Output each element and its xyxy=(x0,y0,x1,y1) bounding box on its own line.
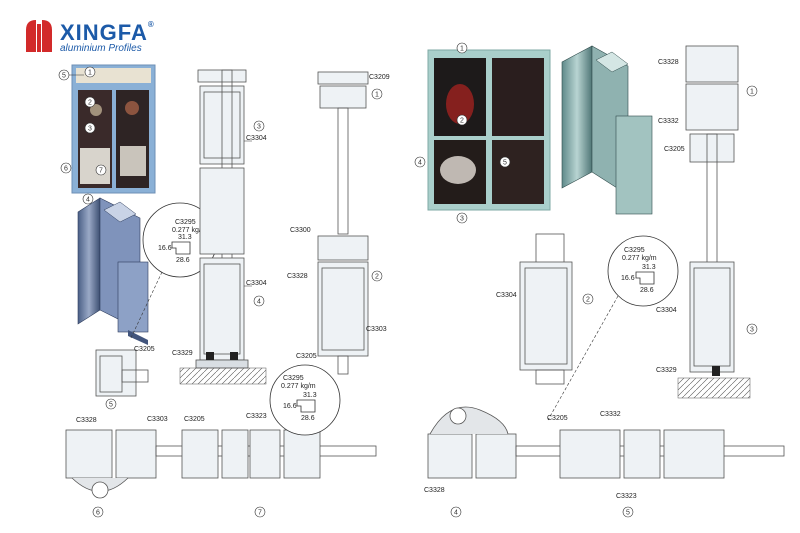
svg-text:C3323: C3323 xyxy=(616,493,637,500)
svg-text:5: 5 xyxy=(109,402,113,409)
svg-text:16.6: 16.6 xyxy=(621,275,635,282)
photo-markers-left: 5 1 2 3 6 7 4 xyxy=(58,66,107,205)
svg-text:C3295: C3295 xyxy=(283,375,304,382)
svg-text:7: 7 xyxy=(99,168,103,175)
extrusion-3d-left xyxy=(77,197,149,345)
brand-name: XINGFA® xyxy=(60,20,155,45)
brand-logo xyxy=(22,18,182,56)
svg-text:6: 6 xyxy=(96,510,100,517)
marker-2-right xyxy=(582,293,594,305)
svg-text:0.277 kg/m: 0.277 kg/m xyxy=(622,255,657,262)
svg-text:28.6: 28.6 xyxy=(301,415,315,422)
svg-text:31.3: 31.3 xyxy=(178,234,192,241)
svg-text:C3300: C3300 xyxy=(290,227,311,234)
labels-section-right: C3328 1 C3332 C3205 C3304 3 C3329 xyxy=(656,59,758,374)
svg-text:4: 4 xyxy=(257,299,261,306)
svg-text:5: 5 xyxy=(626,510,630,517)
svg-text:C3303: C3303 xyxy=(366,326,387,333)
svg-text:2: 2 xyxy=(88,100,92,107)
marker-5-detail xyxy=(105,398,117,410)
svg-text:C3295: C3295 xyxy=(624,247,645,254)
labels-section-left: C3304 C3304 C3329 3 4 xyxy=(172,120,267,357)
svg-text:C3209: C3209 xyxy=(369,74,390,81)
svg-text:C3332: C3332 xyxy=(600,411,621,418)
svg-text:C3304: C3304 xyxy=(246,135,267,142)
svg-text:0.277 kg/m: 0.277 kg/m xyxy=(172,227,207,234)
label-c3205-detail: C3205 xyxy=(134,346,155,353)
horizontal-section-right xyxy=(427,406,785,479)
labels-horizontal-left: C3328 C3303 C3205 C3323 6 7 xyxy=(76,413,267,518)
svg-text:C3328: C3328 xyxy=(287,273,308,280)
svg-text:16.6: 16.6 xyxy=(283,403,297,410)
svg-text:16.6: 16.6 xyxy=(158,245,172,252)
svg-text:7: 7 xyxy=(258,510,262,517)
svg-text:31.3: 31.3 xyxy=(303,392,317,399)
svg-text:1: 1 xyxy=(750,89,754,96)
detail-callout-mid: C3295 0.277 kg/m 31.3 16.6 28.6 xyxy=(269,364,341,436)
vertical-section-right-mid xyxy=(519,233,573,385)
svg-text:2: 2 xyxy=(375,274,379,281)
svg-text:6: 6 xyxy=(64,166,68,173)
svg-text:0.277 kg/m: 0.277 kg/m xyxy=(281,383,316,390)
svg-text:C3328: C3328 xyxy=(658,59,679,66)
svg-text:5: 5 xyxy=(62,73,66,80)
svg-text:3: 3 xyxy=(460,216,464,223)
svg-text:C3332: C3332 xyxy=(658,118,679,125)
svg-text:C3329: C3329 xyxy=(172,350,193,357)
floor-hatch-left xyxy=(179,367,267,385)
svg-text:28.6: 28.6 xyxy=(640,287,654,294)
svg-text:C3328: C3328 xyxy=(76,417,97,424)
svg-text:1: 1 xyxy=(88,70,92,77)
svg-text:C3304: C3304 xyxy=(246,280,267,287)
svg-text:31.3: 31.3 xyxy=(642,264,656,271)
svg-text:C3205: C3205 xyxy=(296,353,317,360)
detail-callout-right: C3295 0.277 kg/m 31.3 16.6 28.6 xyxy=(607,235,679,307)
horizontal-section-left xyxy=(65,429,377,499)
svg-text:C3329: C3329 xyxy=(656,367,677,374)
svg-text:5: 5 xyxy=(503,160,507,167)
brand-emblem-icon xyxy=(26,20,52,52)
svg-text:C3205: C3205 xyxy=(547,415,568,422)
svg-text:C3328: C3328 xyxy=(424,487,445,494)
label-c3304-right-mid: C3304 xyxy=(496,292,517,299)
svg-text:1: 1 xyxy=(460,46,464,53)
vertical-section-right xyxy=(685,45,739,376)
svg-text:2: 2 xyxy=(586,297,590,304)
svg-text:C3205: C3205 xyxy=(664,146,685,153)
labels-section-mid: C3209 1 C3300 C3328 2 C3303 C3205 xyxy=(287,74,390,360)
brand-tagline: aluminium Profiles xyxy=(60,43,142,54)
svg-text:4: 4 xyxy=(418,160,422,167)
svg-text:1: 1 xyxy=(375,92,379,99)
extrusion-3d-right xyxy=(561,45,653,215)
svg-text:C3295: C3295 xyxy=(175,219,196,226)
svg-text:C3303: C3303 xyxy=(147,416,168,423)
door-photo-right xyxy=(427,49,551,211)
vertical-section-mid xyxy=(317,71,369,375)
svg-text:C3323: C3323 xyxy=(246,413,267,420)
labels-horizontal-right: C3205 C3332 C3328 C3323 4 5 xyxy=(424,411,637,518)
svg-text:3: 3 xyxy=(750,327,754,334)
svg-text:3: 3 xyxy=(88,126,92,133)
vertical-section-left xyxy=(195,69,249,369)
detail-section-5 xyxy=(95,349,149,397)
svg-text:2: 2 xyxy=(460,118,464,125)
svg-text:28.6: 28.6 xyxy=(176,257,190,264)
door-photo-left xyxy=(71,64,156,194)
svg-text:4: 4 xyxy=(454,510,458,517)
svg-text:C3304: C3304 xyxy=(656,307,677,314)
photo-markers-right: 1 2 4 5 3 xyxy=(414,42,511,224)
svg-text:C3205: C3205 xyxy=(184,416,205,423)
floor-hatch-right xyxy=(677,377,751,399)
svg-text:3: 3 xyxy=(257,124,261,131)
svg-text:4: 4 xyxy=(86,197,90,204)
